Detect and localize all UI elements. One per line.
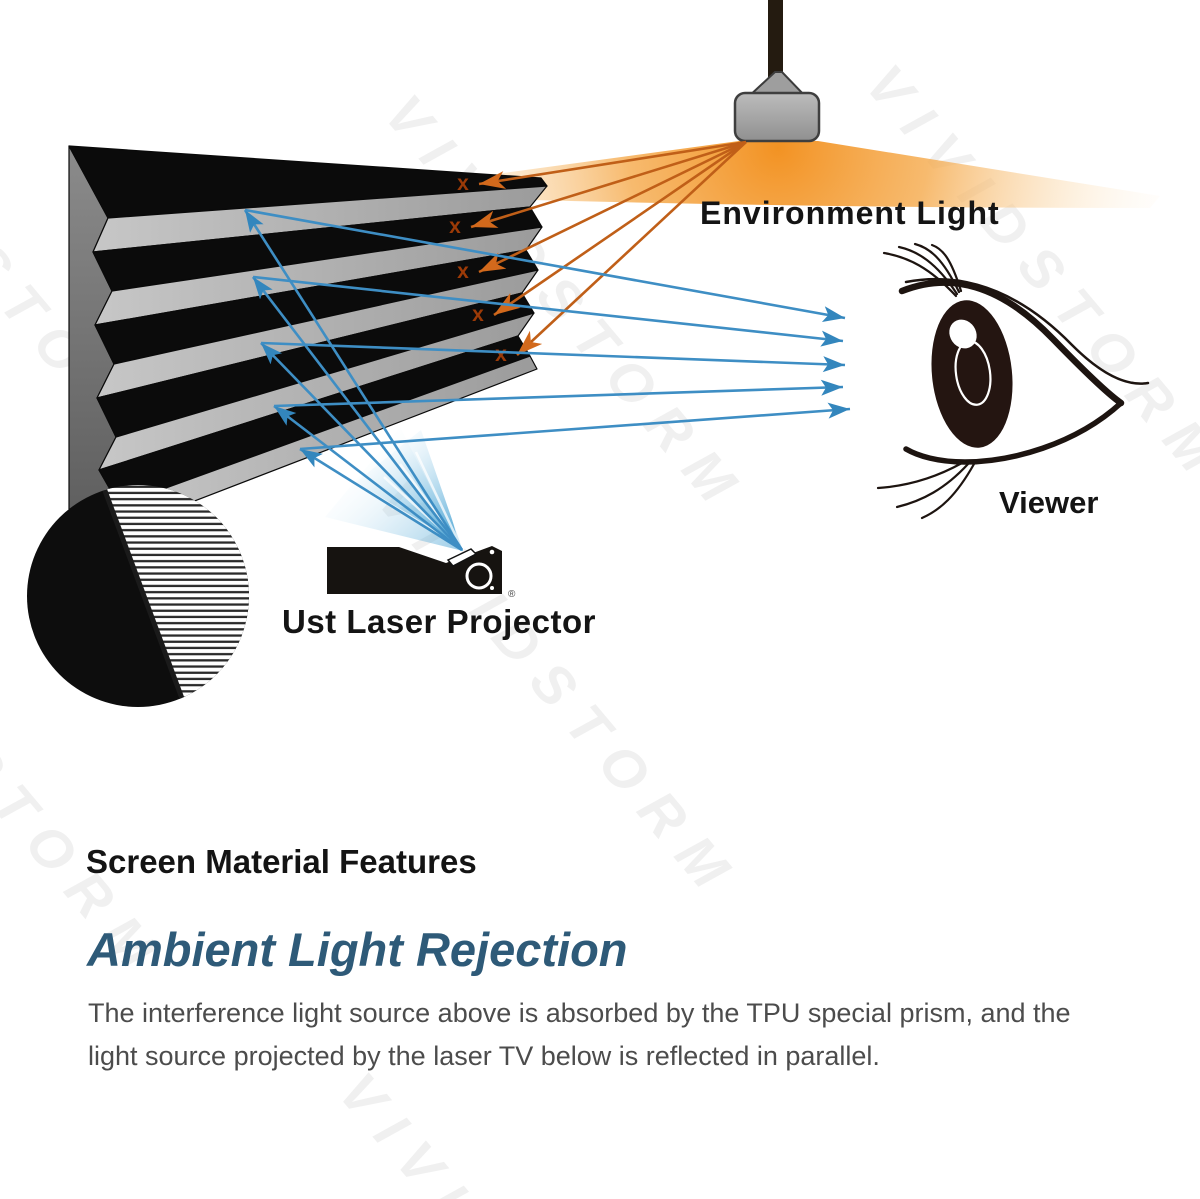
absorbed-x-mark: x	[457, 172, 469, 195]
projector-label: Ust Laser Projector	[282, 603, 596, 640]
prism-closeup-magnifier	[27, 485, 249, 707]
body-text-line: light source projected by the laser TV b…	[88, 1041, 880, 1071]
lamp-rod	[768, 0, 783, 82]
lamp-body	[733, 91, 821, 143]
absorbed-x-mark: x	[495, 343, 507, 366]
screen-prism	[68, 145, 548, 523]
viewer-eye-icon	[876, 242, 1150, 520]
projector-light-rays	[243, 209, 464, 552]
absorbed-x-mark: x	[449, 215, 461, 238]
reflected-light-rays	[244, 208, 851, 451]
trademark-symbol: ®	[508, 589, 516, 600]
ambient-light-glow	[422, 141, 1160, 208]
projector-emitter-window	[446, 548, 478, 567]
features-heading: Screen Material Features	[86, 843, 477, 880]
viewer-label: Viewer	[999, 485, 1099, 520]
ceiling-lamp-icon	[733, 0, 821, 143]
eye-pupil	[931, 300, 1013, 448]
absorbed-x-mark: x	[472, 303, 484, 326]
ambient-light-rays	[470, 140, 747, 356]
absorbed-x-mark: x	[457, 260, 469, 283]
environment-light-label: Environment Light	[700, 195, 1000, 231]
alr-heading: Ambient Light Rejection	[87, 923, 628, 976]
body-text-line: The interference light source above is a…	[88, 998, 1071, 1028]
projector-lens-icon	[465, 562, 493, 590]
absorbed-x-marks: x x x x x	[449, 172, 507, 366]
ust-projector-icon: ®	[327, 546, 516, 600]
body-text: The interference light source above is a…	[88, 992, 1071, 1078]
